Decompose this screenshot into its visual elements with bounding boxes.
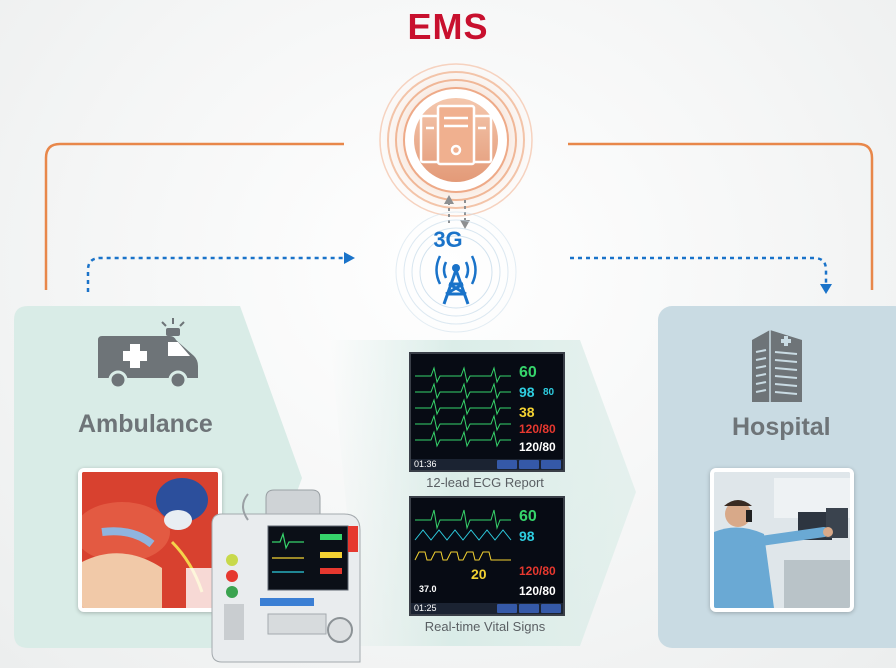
hospital-building-icon <box>752 330 802 402</box>
ecg-time: 01:36 <box>414 459 437 469</box>
ecg-temp: 38 <box>519 404 535 420</box>
vitals-waveforms <box>414 509 512 561</box>
ems-title: EMS <box>407 6 489 47</box>
vitals-softkey-3 <box>541 604 561 613</box>
ecg-pr: 80 <box>543 387 555 398</box>
vitals-temp: 37.0 <box>419 584 437 594</box>
ecg-waveforms <box>415 366 511 448</box>
doctor-at-workstation-image <box>714 472 850 608</box>
vitals-monitor: 60 98 20 37.0 120/80 120/80 01:25 <box>409 496 565 616</box>
vitals-caption: Real-time Vital Signs <box>424 619 546 634</box>
ecg-softkey-1 <box>497 460 517 469</box>
ecg-monitor: 60 98 80 38 120/80 120/80 01:36 <box>409 352 565 472</box>
link-ems-ambulance <box>44 142 344 290</box>
hospital-photo <box>710 468 854 612</box>
hospital-label: Hospital <box>732 413 831 441</box>
ecg-nibp-2: 120/80 <box>519 440 556 454</box>
vitals-softkey-2 <box>519 604 539 613</box>
ecg-softkey-3 <box>541 460 561 469</box>
link-ems-hospital <box>568 142 874 290</box>
network-label: 3G <box>433 227 463 252</box>
ambulance-photo <box>78 468 222 612</box>
vitals-status-bar: 01:25 <box>411 603 563 614</box>
link-ambulance-3g <box>86 256 344 292</box>
network-halo <box>395 211 517 333</box>
ecg-spo2: 98 <box>519 384 535 400</box>
vitals-nibp: 120/80 <box>519 564 556 578</box>
vitals-time: 01:25 <box>414 603 437 613</box>
arrow-to-3g <box>344 252 355 264</box>
ecg-softkey-2 <box>519 460 539 469</box>
link-3g-hospital <box>570 256 828 284</box>
vitals-spo2: 98 <box>519 528 535 544</box>
ecg-caption: 12-lead ECG Report <box>426 475 544 490</box>
antenna-tip <box>452 264 460 272</box>
antenna-icon <box>435 255 477 305</box>
vitals-softkey-1 <box>497 604 517 613</box>
ecg-status-bar: 01:36 <box>411 459 563 470</box>
vitals-resp: 20 <box>471 566 487 582</box>
sync-arrows <box>448 200 466 226</box>
patient-care-image <box>82 472 218 608</box>
arrow-to-hospital <box>820 284 832 294</box>
ambulance-label: Ambulance <box>78 410 213 438</box>
vitals-hr: 60 <box>519 508 537 525</box>
ambulance-icon <box>98 318 198 390</box>
ecg-nibp: 120/80 <box>519 422 556 436</box>
ecg-hr: 60 <box>519 364 537 381</box>
vitals-nibp-2: 120/80 <box>519 584 556 598</box>
defibrillator-device <box>211 489 361 663</box>
server-icon <box>419 104 493 166</box>
